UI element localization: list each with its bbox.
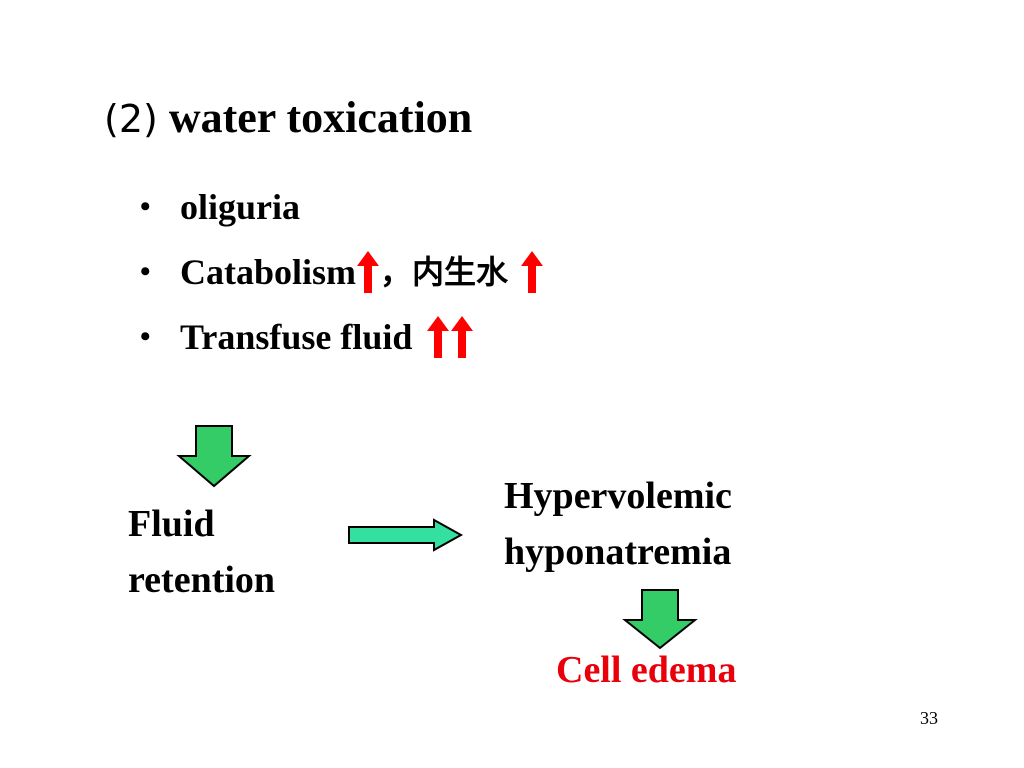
red-up-arrow-icon (451, 315, 474, 358)
title-text: water toxication (168, 93, 473, 142)
list-item: • Catabolism ， 内生水 (140, 239, 544, 304)
red-up-arrow-icon (357, 250, 380, 293)
hyper-line1: Hypervolemic (504, 475, 732, 517)
bullet-cjk-text: 内生水 (412, 252, 509, 291)
list-item: • oliguria (140, 174, 544, 239)
bullet-marker: • (140, 254, 151, 288)
slide-title: (2) water toxication (104, 92, 472, 145)
bullet-marker: • (140, 319, 151, 353)
hyper-line2: hyponatremia (504, 531, 732, 573)
green-down-arrow-icon (176, 425, 252, 488)
cell-edema-label: Cell edema (556, 649, 737, 691)
page-number: 33 (920, 708, 938, 728)
green-down-arrow-icon (622, 589, 698, 650)
bullet-text: Catabolism (180, 251, 357, 292)
fluid-retention-label: Fluid retention (128, 496, 275, 608)
red-up-arrow-icon (427, 315, 450, 358)
bullet-list: • oliguria • Catabolism ， 内生水 • Transfus… (140, 174, 544, 369)
bullet-marker: • (140, 189, 151, 223)
red-up-arrow-icon (521, 250, 544, 293)
bullet-text: oliguria (180, 186, 301, 227)
bullet-text: Transfuse fluid (180, 316, 413, 357)
title-number: (2) (104, 97, 158, 141)
fluid-line2: retention (128, 559, 276, 601)
hypervolemic-hyponatremia-label: Hypervolemic hyponatremia (504, 468, 732, 580)
teal-right-arrow-icon (348, 518, 464, 552)
fluid-line1: Fluid (128, 503, 215, 545)
list-item: • Transfuse fluid (140, 304, 544, 369)
bullet-separator: ， (380, 252, 413, 291)
